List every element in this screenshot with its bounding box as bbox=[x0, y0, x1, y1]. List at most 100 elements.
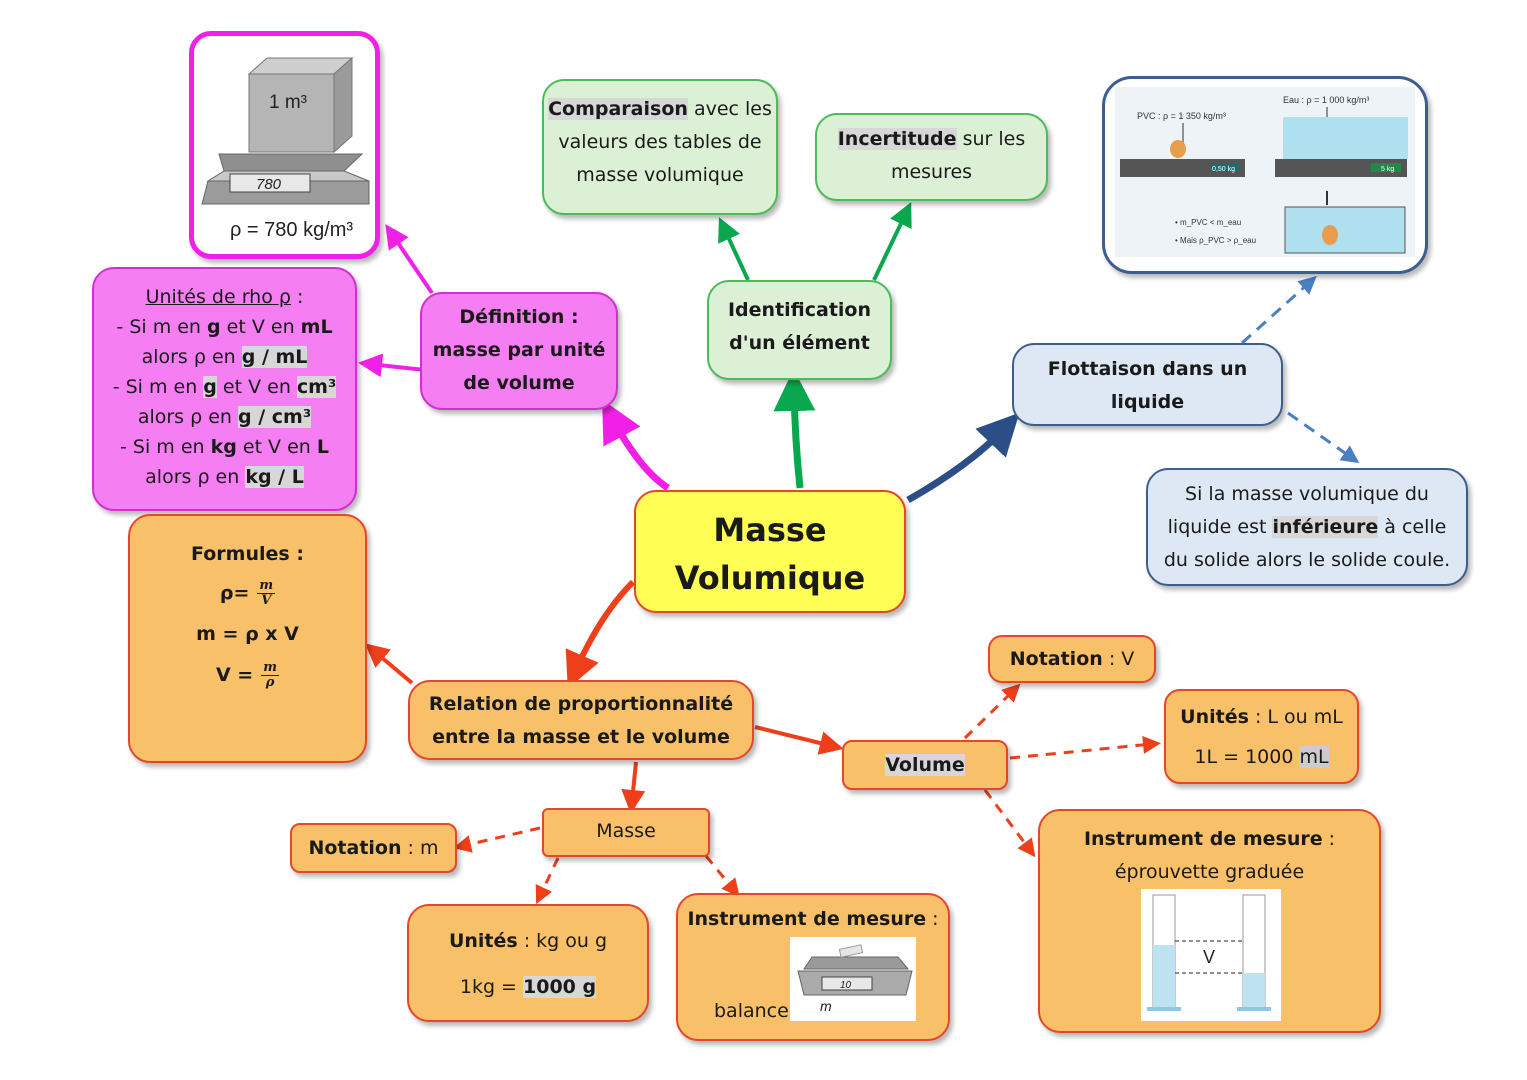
units-rho-line3: - Si m en g et V en cm³ bbox=[112, 376, 337, 398]
connector-center-flottaison bbox=[906, 412, 1020, 504]
cube-on-scale-illustration: 1 m³ 780 ρ = 780 kg/m³ bbox=[201, 56, 370, 241]
connector-relation-masse bbox=[621, 761, 646, 814]
scale-display: 780 bbox=[256, 176, 282, 193]
identification-node[interactable]: Identification d'un élément bbox=[707, 280, 892, 380]
scale2-display: 5 kg bbox=[1381, 166, 1394, 173]
balance-m-label: m bbox=[820, 998, 832, 1014]
cube-scale-image-node: 1 m³ 780 ρ = 780 kg/m³ bbox=[189, 31, 380, 259]
connector-volume-instrument bbox=[983, 789, 1036, 858]
comparaison-line1: Comparaison avec les bbox=[548, 98, 772, 120]
comparaison-node[interactable]: Comparaison avec les valeurs des tables … bbox=[542, 79, 778, 215]
connector-relation-volume bbox=[754, 725, 844, 755]
volume-label: Volume bbox=[885, 754, 965, 776]
instrument-v-line1: Instrument de mesure : bbox=[1083, 828, 1336, 850]
scale1-display: 0,50 kg bbox=[1212, 166, 1235, 173]
units-rho-line2: alors ρ en g / mL bbox=[141, 346, 308, 368]
relation-line2: entre la masse et le volume bbox=[432, 726, 730, 748]
connector-masse-unites bbox=[535, 857, 560, 905]
flottaison-image-node: PVC : ρ = 1 350 kg/m³ Eau : ρ = 1 000 kg… bbox=[1102, 76, 1428, 274]
units-rho-line1: - Si m en g et V en mL bbox=[116, 316, 333, 338]
comparaison-line2: valeurs des tables de bbox=[558, 131, 762, 153]
unites-v-line2: 1L = 1000 mL bbox=[1194, 746, 1329, 768]
si-masse-line3: du solide alors le solide coule. bbox=[1163, 549, 1451, 571]
incertitude-line2: mesures bbox=[890, 161, 973, 183]
comparaison-line3: masse volumique bbox=[576, 164, 744, 186]
unites-v-node[interactable]: Unités : L ou mL 1L = 1000 mL bbox=[1164, 689, 1359, 784]
notation-v-text: Notation : V bbox=[1009, 648, 1135, 670]
instrument-m-node[interactable]: Instrument de mesure : 10 m balance bbox=[676, 893, 950, 1041]
instrument-v-node[interactable]: Instrument de mesure : éprouvette gradué… bbox=[1038, 809, 1381, 1033]
unites-v-line1: Unités : L ou mL bbox=[1180, 706, 1343, 728]
eau-density-label: Eau : ρ = 1 000 kg/m³ bbox=[1283, 95, 1369, 105]
connector-definition-units bbox=[358, 353, 426, 378]
flottaison-line1: Flottaison dans un bbox=[1047, 358, 1248, 380]
units-rho-line5: - Si m en kg et V en L bbox=[120, 436, 329, 458]
formula-m: m = ρ x V bbox=[196, 623, 299, 645]
units-rho-title: Unités de rho ρ : bbox=[145, 286, 304, 308]
formules-title: Formules : bbox=[191, 543, 304, 565]
cube-caption: ρ = 780 kg/m³ bbox=[230, 219, 353, 241]
masse-label: Masse bbox=[596, 820, 656, 842]
connector-center-identification bbox=[773, 369, 816, 489]
flottaison-note2: • Mais ρ_PVC > ρ_eau bbox=[1175, 236, 1256, 245]
cube-label: 1 m³ bbox=[269, 92, 307, 113]
connector-identification-incertitude bbox=[872, 202, 912, 281]
definition-line3: de volume bbox=[463, 372, 575, 394]
masse-node[interactable]: Masse bbox=[542, 808, 710, 857]
connector-masse-instrument bbox=[704, 855, 740, 897]
center-title-line2: Volumique bbox=[674, 559, 866, 597]
units-rho-line4: alors ρ en g / cm³ bbox=[137, 406, 312, 428]
balance-illustration: 10 m bbox=[790, 937, 916, 1021]
instrument-m-line1: Instrument de mesure : bbox=[687, 908, 939, 930]
unites-m-line1: Unités : kg ou g bbox=[448, 930, 608, 952]
incertitude-node[interactable]: Incertitude sur les mesures bbox=[815, 113, 1048, 201]
connector-flottaison-image bbox=[1240, 275, 1317, 345]
flottaison-illustration: PVC : ρ = 1 350 kg/m³ Eau : ρ = 1 000 kg… bbox=[1115, 87, 1415, 257]
unites-m-line2: 1kg = 1000 g bbox=[459, 976, 597, 998]
center-node[interactable]: Masse Volumique bbox=[634, 490, 906, 613]
connector-relation-formules bbox=[364, 643, 414, 685]
notation-m-node[interactable]: Notation : m bbox=[290, 823, 457, 873]
balance-display: 10 bbox=[840, 980, 852, 991]
unites-m-node[interactable]: Unités : kg ou g 1kg = 1000 g bbox=[407, 904, 649, 1022]
si-masse-line2: liquide est inférieure à celle bbox=[1167, 516, 1447, 538]
connector-volume-notation bbox=[963, 683, 1021, 740]
connector-masse-notation bbox=[453, 826, 541, 853]
flottaison-node[interactable]: Flottaison dans un liquide bbox=[1012, 343, 1283, 426]
connector-definition-cube bbox=[385, 224, 434, 295]
connector-center-relation bbox=[565, 579, 636, 689]
notation-m-text: Notation : m bbox=[308, 837, 439, 859]
identification-line2: d'un élément bbox=[729, 332, 870, 354]
relation-line1: Relation de proportionnalité bbox=[428, 693, 734, 715]
identification-line1: Identification bbox=[727, 299, 872, 321]
si-masse-line1: Si la masse volumique du bbox=[1185, 483, 1429, 505]
flottaison-line2: liquide bbox=[1110, 391, 1185, 413]
center-title-line1: Masse bbox=[713, 511, 827, 549]
units-rho-node[interactable]: Unités de rho ρ : - Si m en g et V en mL… bbox=[92, 267, 357, 511]
connector-center-definition bbox=[602, 399, 670, 491]
relation-node[interactable]: Relation de proportionnalité entre la ma… bbox=[408, 680, 754, 760]
cylinder-v-mark: V bbox=[1203, 947, 1215, 967]
connector-identification-comparaison bbox=[718, 217, 750, 281]
definition-line1: Définition : bbox=[459, 306, 579, 328]
incertitude-line1: Incertitude sur les bbox=[837, 128, 1026, 150]
flottaison-note1: • m_PVC < m_eau bbox=[1175, 218, 1241, 227]
instrument-m-label: balance bbox=[714, 1000, 789, 1022]
notation-v-node[interactable]: Notation : V bbox=[988, 635, 1156, 683]
pvc-density-label: PVC : ρ = 1 350 kg/m³ bbox=[1137, 111, 1226, 121]
volume-node[interactable]: Volume bbox=[842, 740, 1008, 790]
units-rho-line6: alors ρ en kg / L bbox=[145, 466, 304, 488]
graduated-cylinder-illustration: V bbox=[1141, 889, 1281, 1021]
connector-flottaison-si bbox=[1287, 411, 1360, 464]
connector-volume-unites bbox=[1009, 735, 1161, 760]
si-masse-node[interactable]: Si la masse volumique du liquide est inf… bbox=[1146, 468, 1468, 586]
instrument-v-line2: éprouvette graduée bbox=[1114, 861, 1305, 883]
definition-line2: masse par unité bbox=[432, 339, 606, 361]
definition-node[interactable]: Définition : masse par unité de volume bbox=[420, 292, 618, 410]
